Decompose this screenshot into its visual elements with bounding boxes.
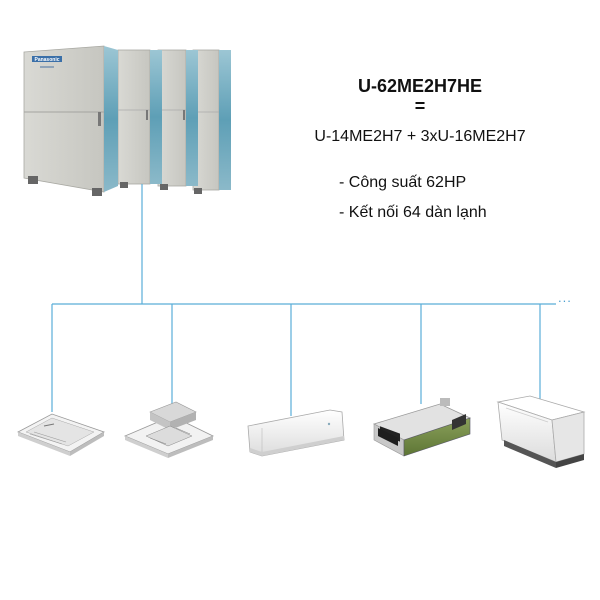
module-combination: U-14ME2H7 + 3xU-16ME2H7	[314, 128, 526, 145]
outdoor-unit-icon: Panasonic	[23, 45, 231, 196]
one-way-cassette-icon	[17, 413, 105, 456]
ducted-unit-icon	[372, 398, 472, 457]
four-way-cassette-icon	[123, 401, 214, 458]
outdoor-module-2	[117, 49, 162, 188]
system-model-title: U-62ME2H7HE	[357, 76, 483, 96]
equals-sign: =	[414, 96, 426, 116]
spec-connections: - Kết nối 64 dàn lạnh	[339, 204, 487, 221]
floor-standing-unit-icon	[496, 395, 586, 468]
wall-mounted-unit-icon	[247, 409, 345, 457]
spec-list: - Công suất 62HP - Kết nối 64 dàn lạnh	[339, 168, 487, 228]
refrigerant-piping	[51, 184, 556, 416]
spec-capacity: - Công suất 62HP	[339, 174, 467, 191]
pipe-continuation-ellipsis: ...	[558, 290, 572, 305]
panasonic-logo	[32, 56, 62, 62]
outdoor-module-3	[157, 49, 198, 190]
logo-text: Panasonic	[34, 57, 59, 63]
outdoor-module-4	[192, 49, 231, 194]
outdoor-module-1	[23, 45, 118, 196]
